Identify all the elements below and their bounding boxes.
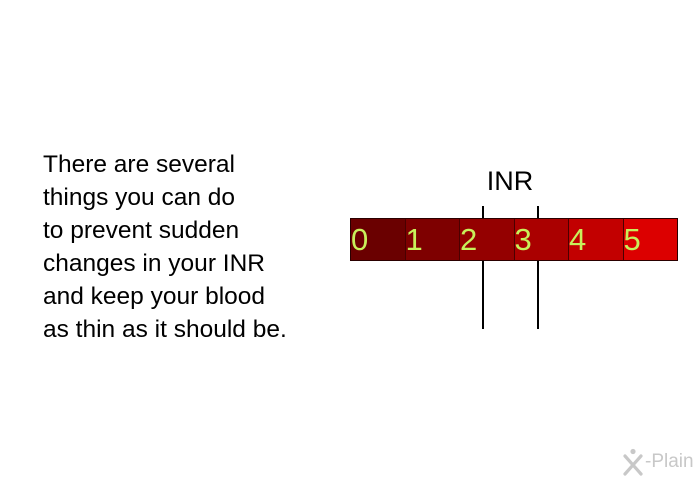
inr-title: INR bbox=[486, 166, 534, 196]
scale-number: 4 bbox=[569, 222, 587, 257]
scale-segment: 0 bbox=[351, 219, 406, 260]
scale-segment: 4 bbox=[569, 219, 624, 260]
description-line: things you can do bbox=[43, 184, 236, 211]
target-range-high-marker-top bbox=[537, 206, 539, 218]
target-range-high-marker-bottom bbox=[537, 261, 539, 329]
scale-number: 5 bbox=[623, 222, 641, 257]
scale-number: 0 bbox=[351, 222, 369, 257]
scale-segment: 2 bbox=[460, 219, 515, 260]
scale-number: 3 bbox=[514, 222, 532, 257]
logo-text: -Plain bbox=[645, 451, 694, 472]
x-logo-icon bbox=[623, 448, 643, 476]
description-line: to prevent sudden bbox=[43, 217, 240, 244]
xplain-logo: -Plain bbox=[622, 447, 694, 477]
description-line: There are several bbox=[43, 151, 236, 178]
scale-segment: 3 bbox=[514, 219, 569, 260]
scale-number: 2 bbox=[460, 222, 478, 257]
scale-segment: 1 bbox=[405, 219, 460, 260]
scale-segment: 5 bbox=[623, 219, 677, 260]
description-line: and keep your blood bbox=[43, 283, 266, 310]
scale-number: 1 bbox=[405, 222, 423, 257]
inr-scale-bar: 0 1 2 3 4 5 bbox=[350, 218, 678, 261]
description-line: changes in your INR bbox=[43, 250, 265, 277]
target-range-low-marker-bottom bbox=[482, 261, 484, 329]
target-range-low-marker-top bbox=[482, 206, 484, 218]
description-text: There are several things you can do to p… bbox=[43, 148, 343, 346]
description-line: as thin as it should be. bbox=[43, 316, 287, 343]
